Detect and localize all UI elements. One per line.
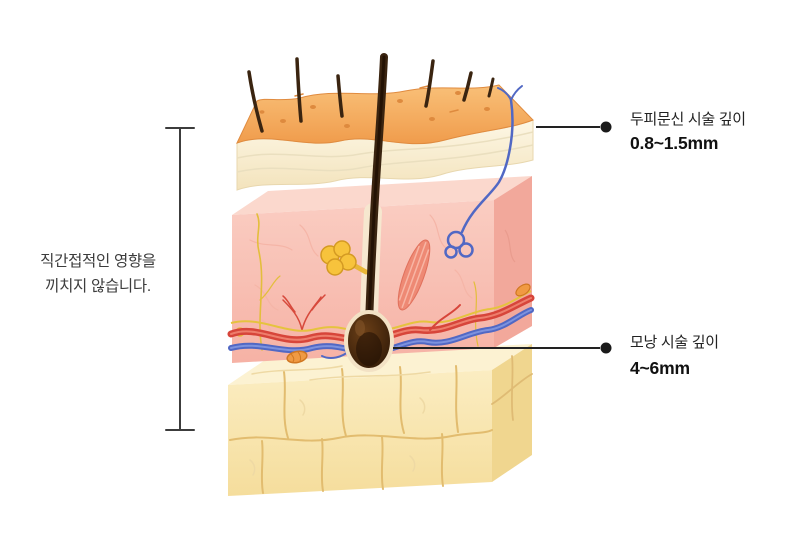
hair-follicle-bulb — [344, 310, 394, 372]
epidermis-layer — [236, 84, 534, 191]
side-note: 직간접적인 영향을 끼치지 않습니다. — [18, 250, 178, 300]
arrector-pili-muscle — [397, 239, 431, 311]
fat-layer — [228, 344, 533, 496]
sweat-gland-coil — [444, 230, 474, 259]
callout-dot — [600, 342, 612, 354]
callout-value-follicle: 4~6mm — [630, 358, 690, 378]
callout-value-scalp-tattoo: 0.8~1.5mm — [630, 133, 719, 153]
callout-label-scalp-tattoo: 두피문신 시술 깊이 — [630, 111, 746, 128]
range-bracket — [165, 127, 195, 431]
callout-line-scalp-tattoo — [536, 121, 612, 133]
cell-organelles — [286, 283, 531, 364]
callout-label-follicle: 모낭 시술 깊이 — [630, 334, 719, 351]
hairs — [247, 57, 495, 133]
vessel-duct — [460, 85, 523, 234]
hair-shaft — [365, 53, 388, 330]
side-note-line2: 끼치지 않습니다. — [45, 277, 151, 295]
side-note-line1: 직간접적인 영향을 — [40, 253, 156, 270]
nerve-strand — [230, 290, 532, 334]
pores — [259, 91, 490, 128]
fat-lobules — [229, 365, 493, 494]
capillary-branches — [282, 294, 326, 331]
callout-dot — [600, 121, 612, 133]
sebaceous-gland — [320, 240, 369, 276]
callout-line-follicle — [393, 342, 612, 354]
